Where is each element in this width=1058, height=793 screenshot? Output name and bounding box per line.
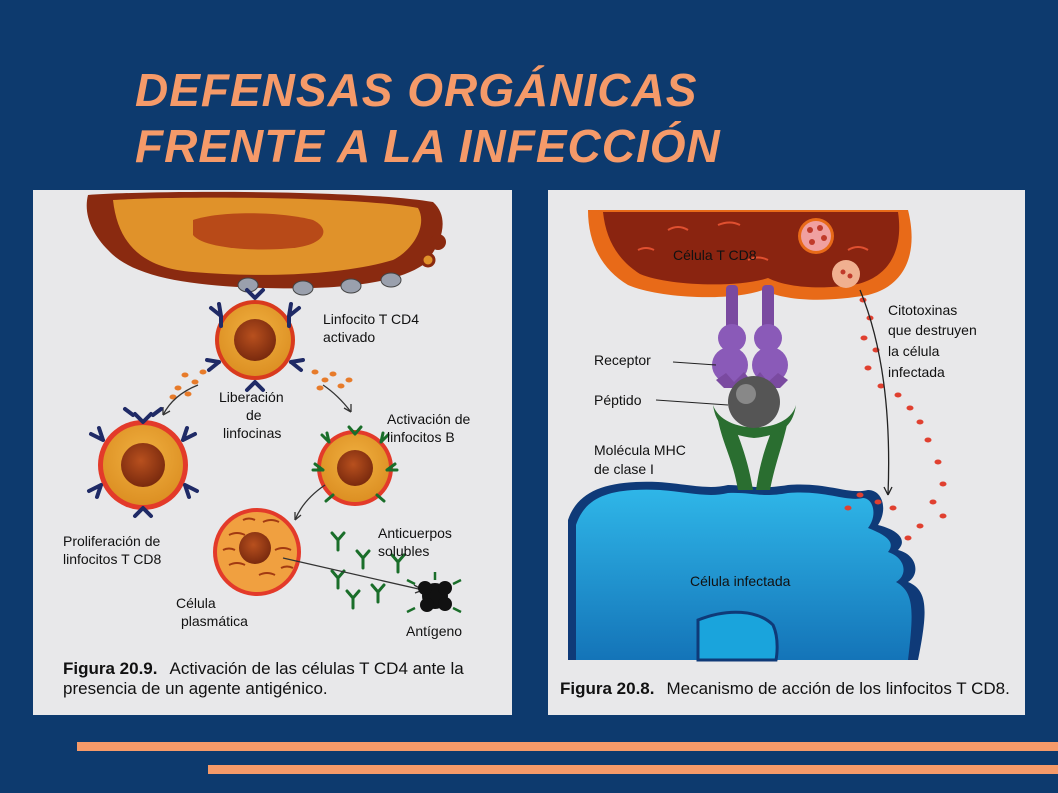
caption-text-right: Mecanismo de acción de los linfocitos T …: [666, 679, 1010, 698]
lymphokine-particles: [169, 369, 353, 400]
b-lymphocyte: [311, 425, 399, 506]
antigen-presenting-cell: [86, 191, 446, 296]
label-linfocinas: linfocinas: [223, 425, 281, 441]
decorative-bar-bottom: [208, 765, 1058, 774]
soluble-antibodies: [330, 531, 406, 610]
figure-cd4-illustration: Linfocito T CD4 activado Liberación de l…: [63, 191, 470, 639]
label-activado: activado: [323, 329, 375, 345]
label-peptido: Péptido: [594, 392, 642, 408]
infected-cell: [568, 481, 925, 662]
label-receptor: Receptor: [594, 352, 651, 368]
label-celula: Célula: [176, 595, 216, 611]
tcr-receptor: [712, 285, 788, 388]
label-la-celula: la célula: [888, 343, 940, 359]
label-molecula-mhc: Molécula MHC: [594, 442, 686, 458]
cytotoxin-particles: [844, 297, 947, 541]
plasma-cell: [213, 508, 301, 596]
slide-title-line-1: DEFENSAS ORGÁNICAS: [135, 64, 698, 116]
cd8-t-cell: [588, 210, 912, 300]
label-que-destruyen: que destruyen: [888, 322, 977, 338]
label-citotoxinas: Citotoxinas: [888, 302, 957, 318]
figure-cd8-mechanism: Célula T CD8 Citotoxinas que destruyen l…: [548, 190, 1025, 715]
label-de: de: [246, 407, 262, 423]
antigen: [406, 572, 462, 614]
label-celula-cd8: Célula T CD8: [673, 247, 757, 263]
figure-cd4-activation: Linfocito T CD4 activado Liberación de l…: [33, 190, 512, 715]
label-proliferacion: Proliferación de: [63, 533, 160, 549]
label-infectada: infectada: [888, 364, 945, 380]
caption-label-right: Figura 20.8.: [560, 679, 655, 698]
peptide: [728, 376, 780, 428]
label-celula-infectada: Célula infectada: [690, 573, 791, 589]
label-activacion-b: Activación de: [387, 411, 470, 427]
decorative-bar-top: [77, 742, 1058, 751]
figure-caption-left: Figura 20.9.Activación de las células T …: [63, 659, 508, 699]
mhc-class-i: [713, 405, 796, 490]
label-clase-i: de clase I: [594, 461, 654, 477]
slide-title: DEFENSAS ORGÁNICAS FRENTE A LA INFECCIÓN: [135, 62, 721, 174]
label-liberacion: Liberación: [219, 389, 284, 405]
caption-text-left: Activación de las células T CD4 ante la …: [63, 659, 464, 698]
caption-label-left: Figura 20.9.: [63, 659, 158, 678]
label-linfocito-cd4: Linfocito T CD4: [323, 311, 419, 327]
label-linfocitos-b: linfocitos B: [387, 429, 455, 445]
label-antigeno: Antígeno: [406, 623, 462, 639]
figure-caption-right: Figura 20.8. Mecanismo de acción de los l…: [560, 679, 1015, 699]
label-anticuerpos: Anticuerpos: [378, 525, 452, 541]
slide-title-line-2: FRENTE A LA INFECCIÓN: [135, 120, 721, 172]
label-linfocitos-cd8: linfocitos T CD8: [63, 551, 162, 567]
cd8-lymphocyte: [87, 407, 199, 518]
cd4-lymphocyte: [205, 288, 305, 392]
label-plasmatica: plasmática: [181, 613, 248, 629]
figure-cd8-illustration: Célula T CD8 Citotoxinas que destruyen l…: [568, 210, 977, 662]
label-solubles: solubles: [378, 543, 429, 559]
